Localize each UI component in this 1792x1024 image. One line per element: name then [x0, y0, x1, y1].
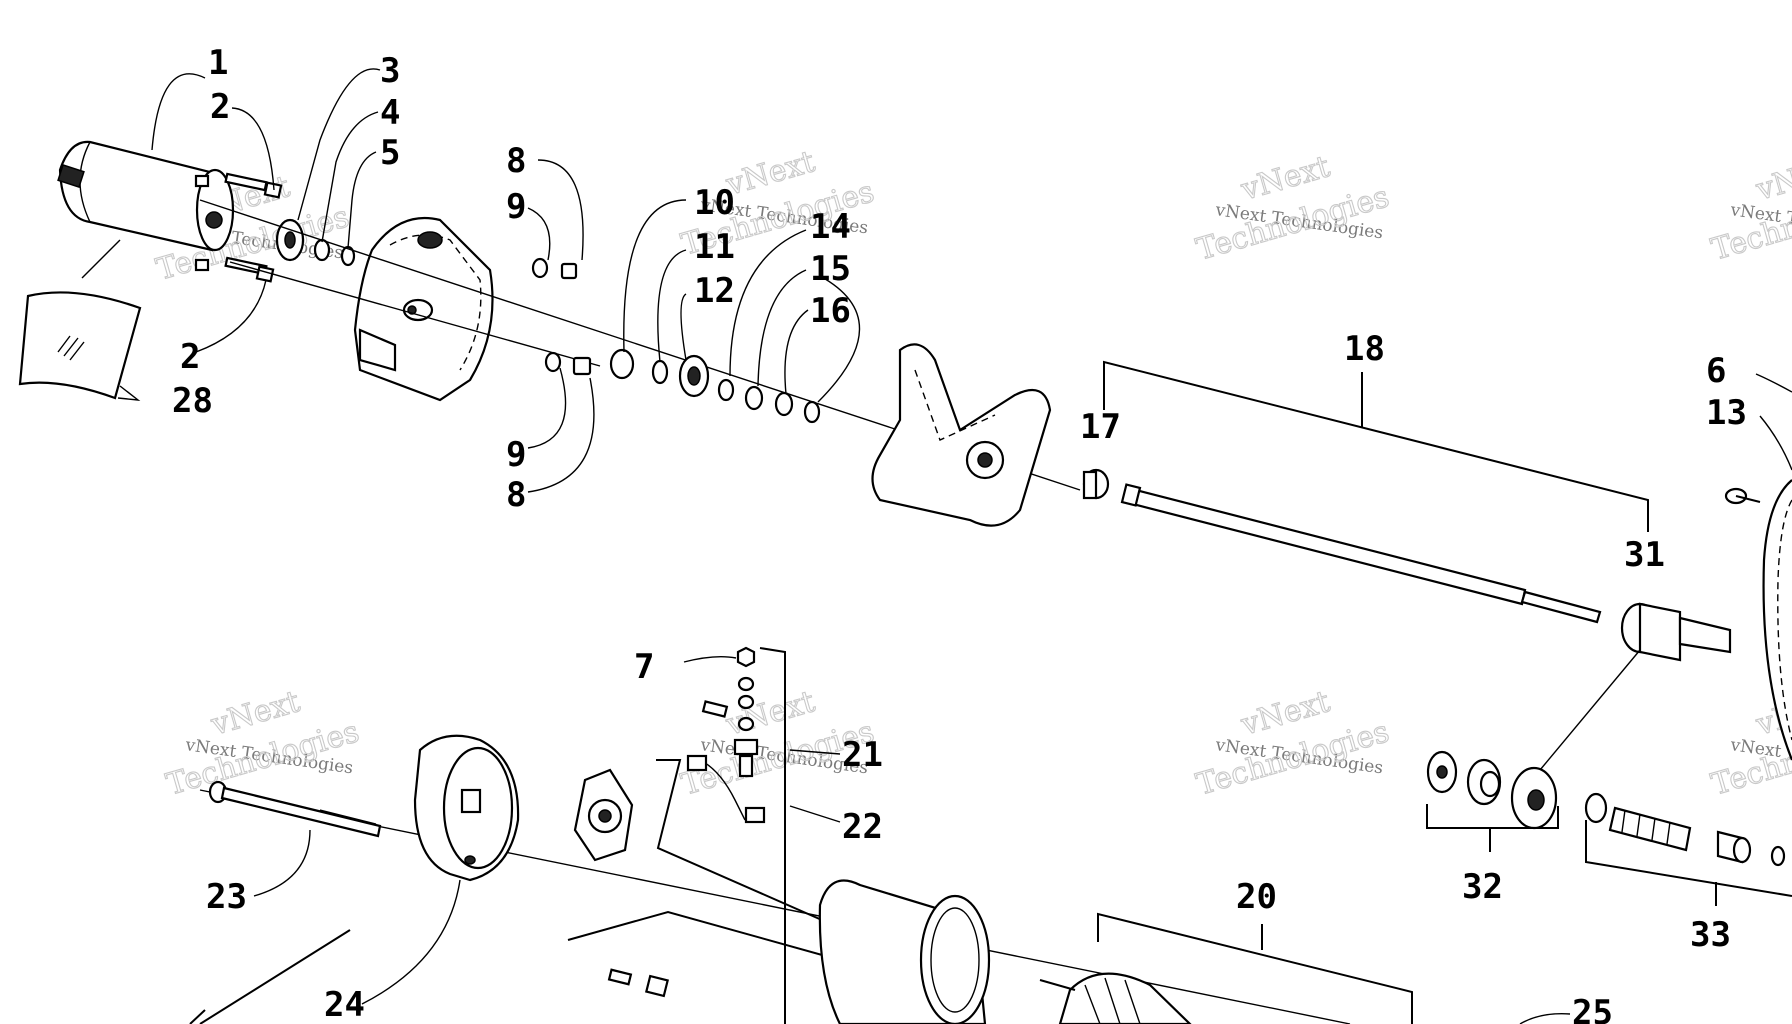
armature: [1039, 972, 1192, 1024]
shaft-support-bracket: [871, 343, 1052, 527]
flywheel-ring-gear: [1724, 479, 1792, 761]
mounting-hardware: [531, 257, 592, 376]
callout-6: 6: [1706, 351, 1726, 391]
callout-16: 16: [810, 291, 851, 331]
callout-11: 11: [694, 227, 735, 267]
callout-10: 10: [694, 183, 735, 223]
callout-1: 1: [208, 43, 228, 83]
end-cap: [413, 734, 520, 882]
callout-7: 7: [634, 647, 654, 687]
drive-gear-assembly: [1426, 649, 1786, 867]
through-bolt: [208, 780, 382, 838]
label-sheet: [18, 291, 142, 400]
callout-21: 21: [842, 735, 883, 775]
field-frame-housing: [818, 879, 991, 1024]
callout-28: 28: [172, 381, 213, 421]
shaft-bushing: [1082, 468, 1110, 500]
callout-8-lower: 8: [506, 475, 526, 515]
callout-5: 5: [380, 133, 400, 173]
drive-gear-small: [275, 218, 356, 267]
starter-motor: [57, 140, 235, 279]
callout-labels: 1 2 2 3 4 5 6 7 8 8 9 9 10 11 12 13 14 1…: [172, 43, 1747, 1024]
callout-20: 20: [1236, 877, 1277, 917]
callout-31: 31: [1624, 535, 1665, 575]
callout-22: 22: [842, 807, 883, 847]
watermark-5: vNext vNext Technologies Technologies: [162, 684, 364, 804]
starter-housing-bracket: [353, 216, 494, 402]
callout-24: 24: [324, 985, 365, 1024]
callout-2-lower: 2: [180, 337, 200, 377]
callout-4: 4: [380, 93, 400, 133]
callout-3: 3: [380, 51, 400, 91]
callout-8-upper: 8: [506, 141, 526, 181]
terminal-stack: [686, 646, 766, 824]
long-drive-shaft: [1120, 483, 1602, 624]
brush-plate: [573, 768, 634, 862]
assembly-brackets: [189, 647, 841, 1024]
lower-axis-line: [229, 261, 601, 367]
callout-9-upper: 9: [506, 187, 526, 227]
lower-assembly-axis: [199, 789, 1351, 1024]
callout-23: 23: [206, 877, 247, 917]
callout-17: 17: [1080, 407, 1121, 447]
callout-15: 15: [810, 249, 851, 289]
drive-components: [609, 348, 821, 424]
leader-lines: [117, 68, 1792, 1024]
pinion-gear: [1620, 602, 1732, 662]
callout-18: 18: [1344, 329, 1385, 369]
watermark-3: vNext vNext Technologies Technologies: [1192, 149, 1394, 269]
grouping-brackets: [1097, 360, 1792, 1024]
callout-33: 33: [1690, 915, 1731, 955]
callout-9-lower: 9: [506, 435, 526, 475]
watermark-7: vNext vNext Technologies Technologies: [1192, 684, 1394, 804]
watermark-4: vNext vNext Technologies Technologies: [1707, 149, 1792, 269]
brush-springs: [607, 700, 729, 998]
callout-14: 14: [810, 207, 851, 247]
callout-25: 25: [1572, 993, 1613, 1024]
callout-13: 13: [1706, 393, 1747, 433]
callout-2-upper: 2: [210, 87, 230, 127]
callout-32: 32: [1462, 867, 1503, 907]
watermark-brand: vNext: [1752, 149, 1792, 208]
callout-12: 12: [694, 271, 735, 311]
